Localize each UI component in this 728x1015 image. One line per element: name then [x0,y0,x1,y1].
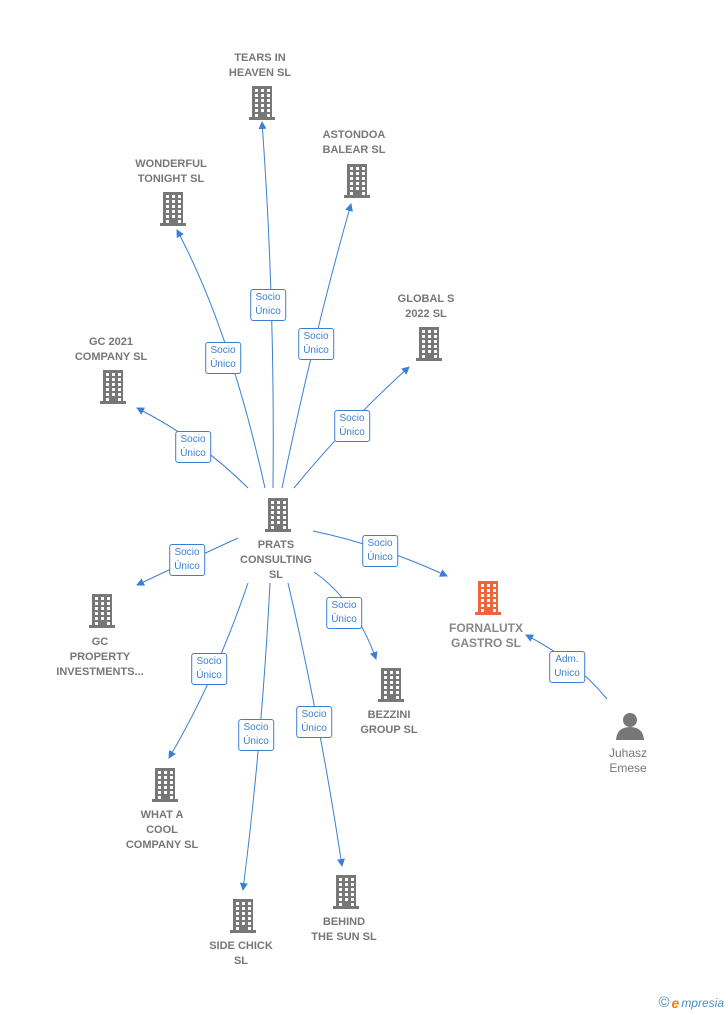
brand-initial: e [671,994,680,1011]
node-label-gc2021[interactable]: GC 2021 COMPANY SL [74,336,148,363]
node-label-prats[interactable]: PRATS CONSULTING SL [240,539,312,581]
edge-label-prats-bezzini[interactable]: Socio Único [326,597,362,629]
node-label-bezzini[interactable]: BEZZINI GROUP SL [360,709,418,736]
edge-label-prats-whatacool[interactable]: Socio Único [191,653,227,685]
building-icon-bezzini[interactable] [378,668,404,702]
edge-label-prats-tears[interactable]: Socio Único [250,289,286,321]
node-label-whatacool[interactable]: WHAT A COOL COMPANY SL [125,809,199,851]
node-label-juhasz[interactable]: Juhasz Emese [608,746,648,775]
edge-label-juhasz-fornalutx[interactable]: Adm. Unico [549,651,585,683]
building-icon-fornalutx[interactable] [475,581,501,615]
node-label-behind[interactable]: BEHIND THE SUN SL [311,916,377,943]
building-icon-global[interactable] [416,327,442,361]
building-icon-wonderful[interactable] [160,192,186,226]
building-icon-gc2021[interactable] [100,370,126,404]
building-icon-sidechick[interactable] [230,899,256,933]
node-label-astondoa[interactable]: ASTONDOA BALEAR SL [322,129,386,156]
edge-label-prats-gc2021[interactable]: Socio Único [175,431,211,463]
edge-label-prats-fornalutx[interactable]: Socio Único [362,535,398,567]
node-label-tears[interactable]: TEARS IN HEAVEN SL [228,52,292,79]
building-icon-whatacool[interactable] [152,768,178,802]
node-label-sidechick[interactable]: SIDE CHICK SL [209,940,273,967]
building-icon-behind[interactable] [333,875,359,909]
brand-name: mpresia [681,995,724,1010]
building-icon-gcprop[interactable] [89,594,115,628]
building-icon-tears[interactable] [249,86,275,120]
edge-label-prats-wonderful[interactable]: Socio Único [205,342,241,374]
edge-label-prats-global[interactable]: Socio Único [334,410,370,442]
copyright-symbol: © [658,994,670,1011]
edge-label-prats-sidechick[interactable]: Socio Único [238,719,274,751]
node-label-fornalutx[interactable]: FORNALUTX GASTRO SL [449,621,523,650]
building-icon-prats[interactable] [265,498,291,532]
node-label-wonderful[interactable]: WONDERFUL TONIGHT SL [135,158,207,185]
person-icon-juhasz[interactable] [616,713,644,740]
edge-label-prats-astondoa[interactable]: Socio Único [298,328,334,360]
edge-label-prats-behind[interactable]: Socio Único [296,706,332,738]
edge-label-prats-gcprop[interactable]: Socio Único [169,544,205,576]
node-label-gcprop[interactable]: GC PROPERTY INVESTMENTS... [56,636,144,678]
node-label-global[interactable]: GLOBAL S 2022 SL [397,293,455,320]
building-icon-astondoa[interactable] [344,164,370,198]
